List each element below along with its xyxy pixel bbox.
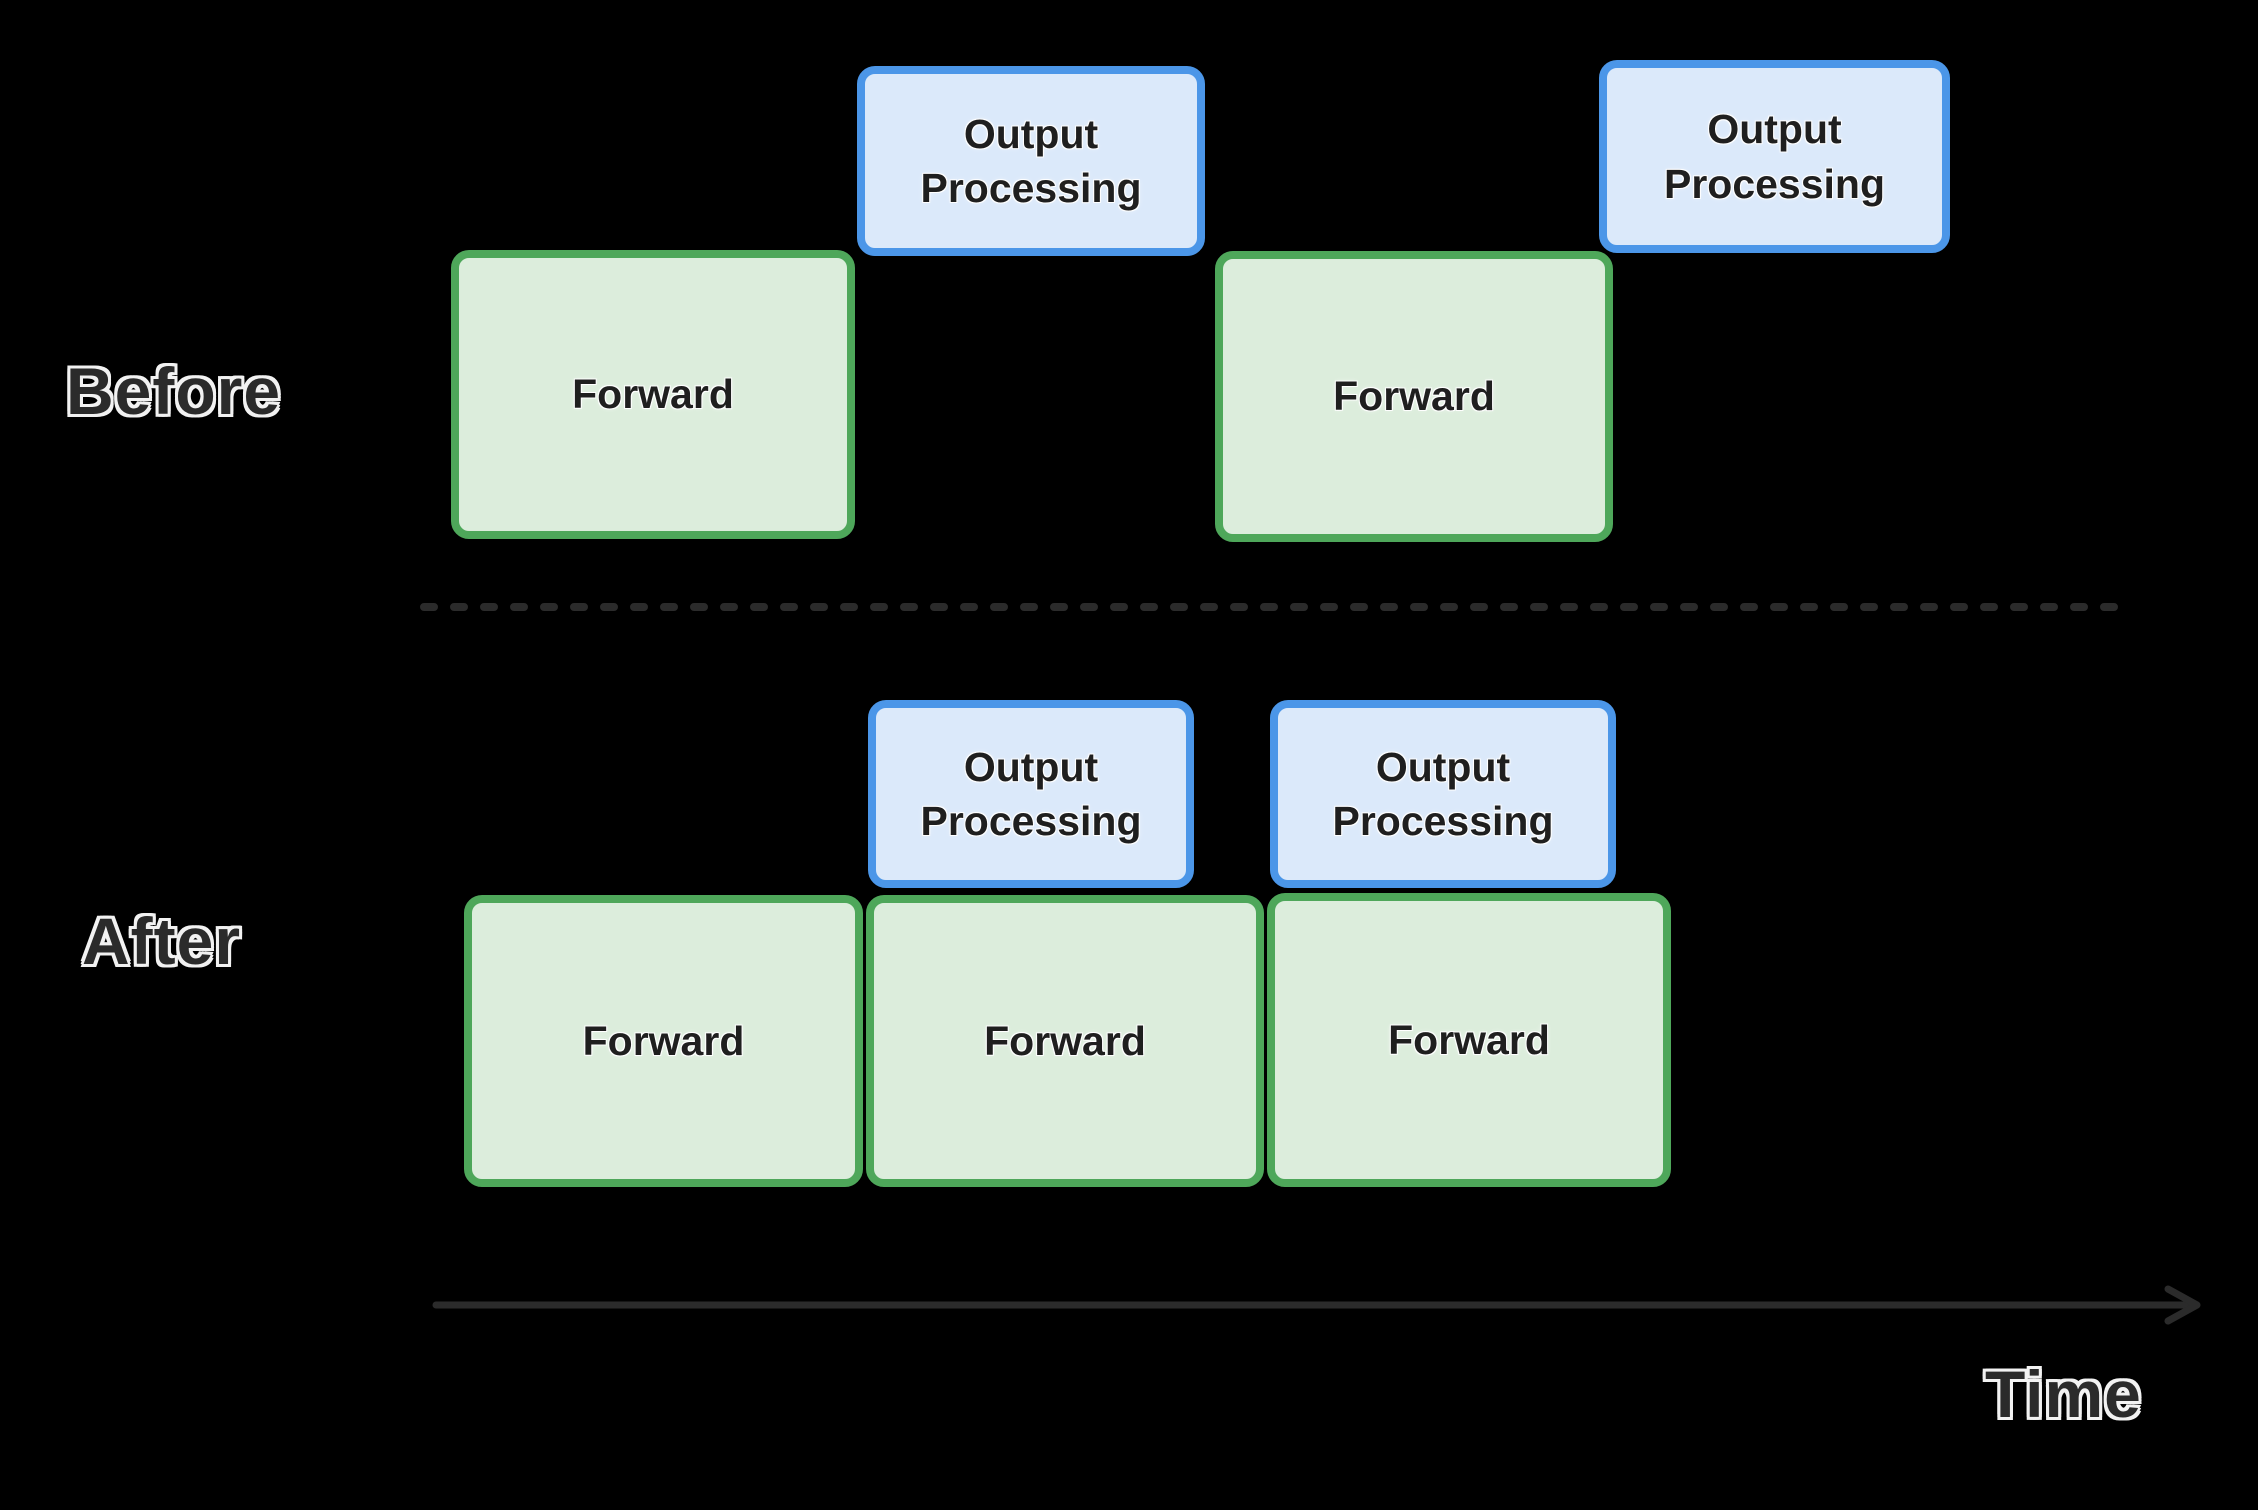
after-forward-box-2: Forward	[866, 895, 1264, 1187]
after-forward-box-1: Forward	[464, 895, 863, 1187]
after-output-processing-box-1: Output Processing	[868, 700, 1194, 888]
after-output-processing-box-2: Output Processing	[1270, 700, 1616, 888]
before-forward-box-1: Forward	[451, 250, 855, 539]
after-forward-box-3: Forward	[1267, 893, 1671, 1187]
forward-box-label: Forward	[984, 1017, 1146, 1064]
before-forward-box-2: Forward	[1215, 251, 1613, 542]
after-section-label: After	[82, 904, 242, 978]
output-processing-box-label: Output Processing	[1332, 743, 1554, 844]
time-axis-arrowhead-icon	[2164, 1285, 2201, 1325]
output-processing-box-label: Output Processing	[920, 110, 1142, 211]
time-axis-label: Time	[1985, 1357, 2142, 1431]
forward-box-label: Forward	[572, 371, 734, 418]
output-processing-box-label: Output Processing	[1663, 106, 1886, 207]
forward-box-label: Forward	[582, 1017, 745, 1064]
before-section-label: Before	[66, 354, 282, 428]
before-output-processing-box-2: Output Processing	[1599, 60, 1950, 253]
forward-box-label: Forward	[1333, 373, 1495, 420]
output-processing-box-label: Output Processing	[920, 743, 1142, 844]
forward-box-label: Forward	[1388, 1016, 1550, 1063]
before-output-processing-box-1: Output Processing	[857, 66, 1205, 256]
